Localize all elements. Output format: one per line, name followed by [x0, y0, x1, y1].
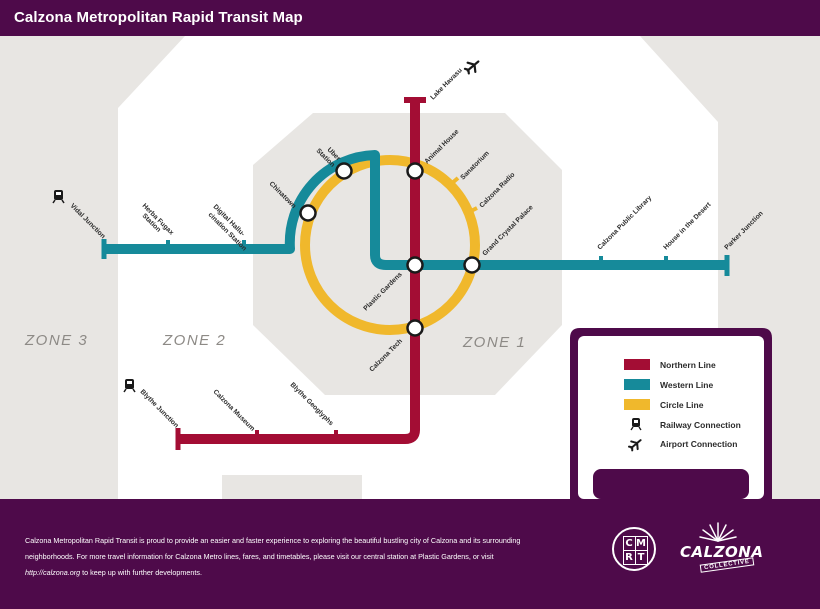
northern-line [175, 97, 426, 450]
header-bar: Calzona Metropolitan Rapid Transit Map [0, 0, 820, 36]
airplane-icon [628, 439, 642, 452]
interchange-stations [299, 162, 481, 337]
calzona-logo-word: CALZONA [680, 543, 764, 561]
circle-line-ticks [449, 176, 478, 214]
footer: Calzona Metropolitan Rapid Transit is pr… [0, 499, 820, 609]
page-title: Calzona Metropolitan Rapid Transit Map [14, 9, 303, 26]
cmrt-letter: M [634, 535, 648, 551]
cmrt-letter: T [634, 549, 648, 565]
transit-map: ZONE 3 ZONE 2 ZONE 1 Lake Havasu A [0, 36, 820, 499]
station-marker-chinatown[interactable] [299, 204, 317, 222]
legend: Northern Line Western Line Circle Line R… [570, 328, 772, 499]
zone-3-label: ZONE 3 [24, 332, 88, 349]
legend-swatch-circle [624, 399, 650, 410]
airplane-icon [463, 60, 480, 75]
sunburst-icon [699, 522, 737, 542]
footer-text-2: to keep up with further developments. [80, 568, 202, 577]
legend-swatch-western [624, 379, 650, 390]
station-marker-plastic-gardens[interactable] [406, 256, 424, 274]
legend-swatch-northern [624, 359, 650, 370]
footer-description: Calzona Metropolitan Rapid Transit is pr… [25, 533, 525, 581]
station-marker-grand-crystal-palace[interactable] [463, 256, 481, 274]
legend-circle-label: Circle Line [660, 400, 704, 410]
calzona-collective-logo: CALZONA COLLECTIVE [676, 521, 763, 577]
zone-2-label: ZONE 2 [162, 332, 226, 349]
station-marker-uber[interactable] [335, 162, 353, 180]
cmrt-logo: C M R T [612, 527, 656, 571]
circle-line [300, 155, 480, 335]
station-marker-animal-house[interactable] [406, 162, 424, 180]
western-line [101, 150, 730, 276]
train-icon [52, 190, 65, 204]
legend-western-label: Western Line [660, 380, 713, 390]
train-icon [123, 379, 136, 393]
zone-1-area [253, 113, 562, 395]
footer-link[interactable]: http://calzona.org [25, 568, 81, 577]
train-icon [630, 418, 642, 431]
legend-airport-label: Airport Connection [660, 439, 737, 449]
zone-1-label: ZONE 1 [462, 334, 526, 351]
legend-railway-label: Railway Connection [660, 420, 741, 430]
station-marker-calzona-tech[interactable] [406, 319, 424, 337]
legend-northern-label: Northern Line [660, 360, 716, 370]
footer-text-1: Calzona Metropolitan Rapid Transit is pr… [25, 536, 521, 561]
